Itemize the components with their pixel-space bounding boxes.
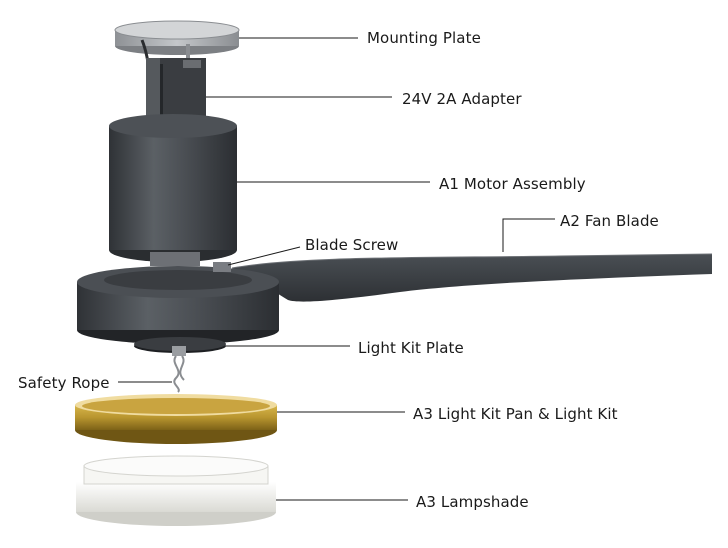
light-kit-plate [134, 337, 226, 356]
label-lampshade: A3 Lampshade [416, 493, 529, 511]
leader-fan-blade [502, 218, 555, 252]
motor-assembly [109, 114, 237, 266]
label-blade-screw: Blade Screw [305, 236, 399, 254]
label-light-kit-plate: Light Kit Plate [358, 339, 464, 357]
label-motor-assembly: A1 Motor Assembly [439, 175, 586, 193]
mounting-plate [114, 20, 240, 119]
light-kit-pan [75, 394, 277, 444]
fan-blade [231, 253, 713, 302]
safety-rope [173, 355, 185, 393]
leader-lines [118, 37, 555, 501]
label-adapter: 24V 2A Adapter [402, 90, 522, 108]
label-light-kit-pan: A3 Light Kit Pan & Light Kit [413, 405, 618, 423]
motor-housing [77, 262, 279, 344]
blade-screw-part [213, 262, 231, 272]
label-safety-rope: Safety Rope [18, 374, 110, 392]
label-fan-blade: A2 Fan Blade [560, 212, 659, 230]
lampshade [76, 455, 276, 526]
leader-blade-screw [227, 246, 301, 266]
label-mounting-plate: Mounting Plate [367, 29, 481, 47]
